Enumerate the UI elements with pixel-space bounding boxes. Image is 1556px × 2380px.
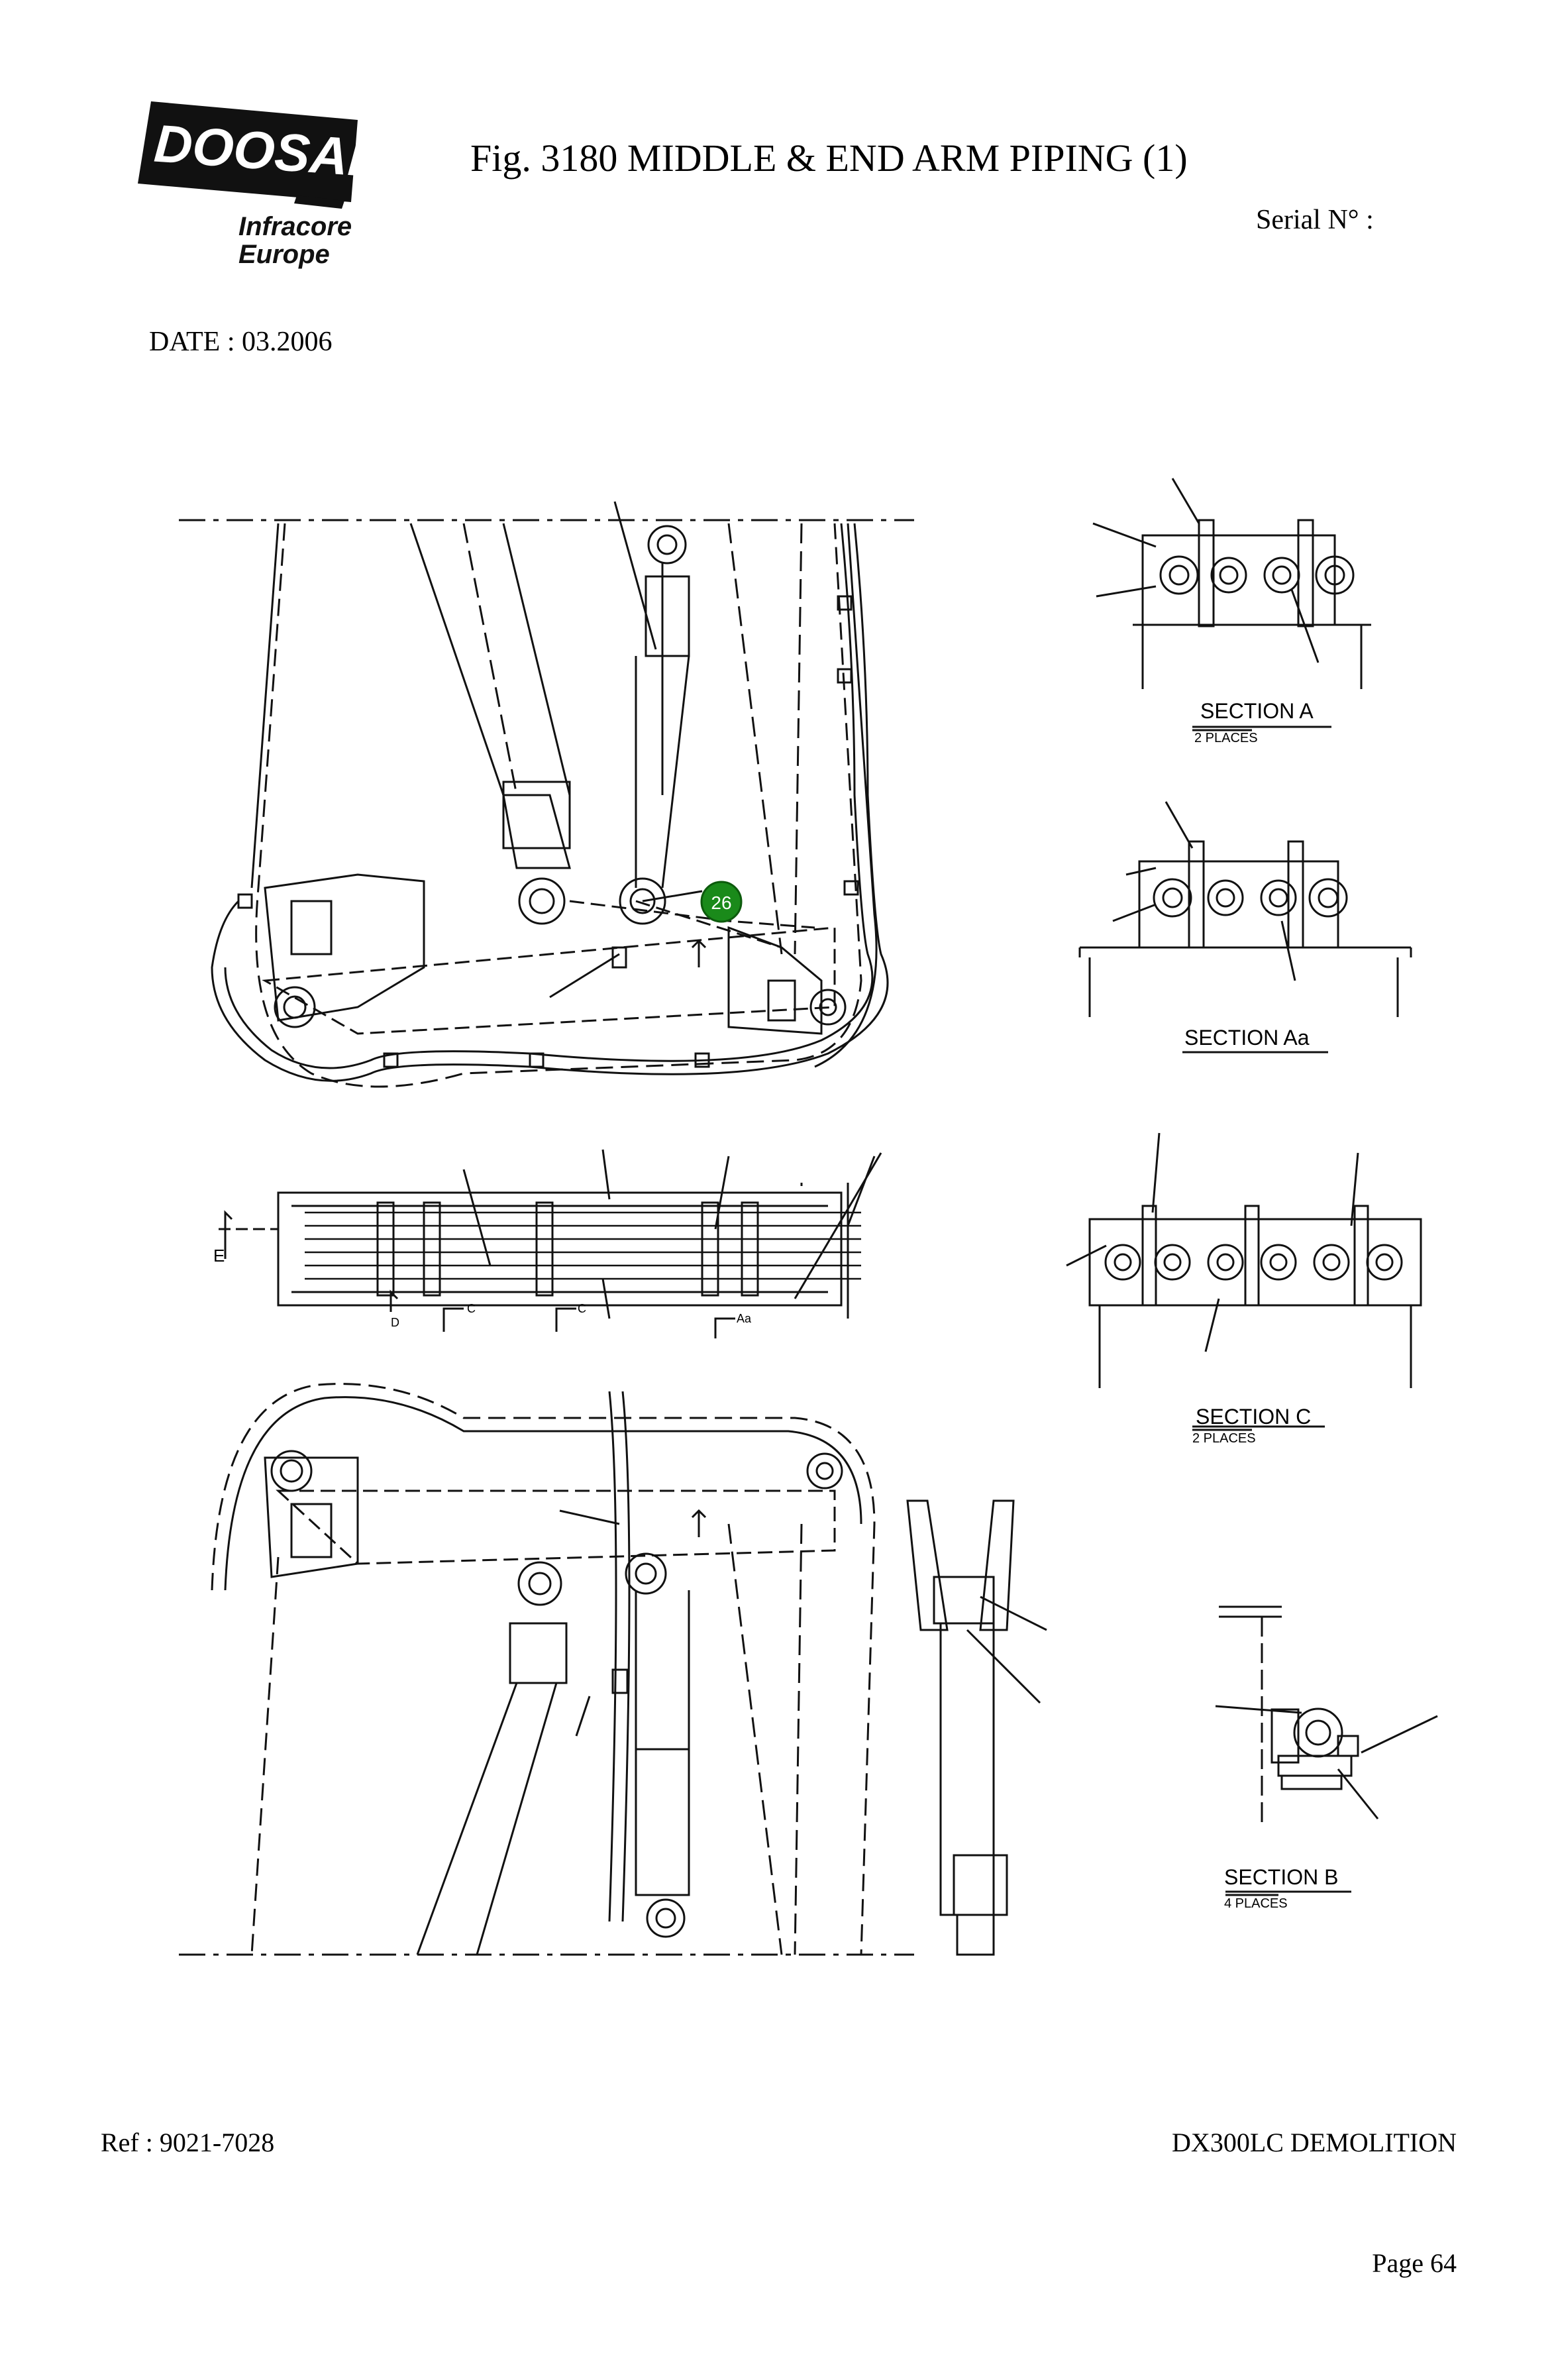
- side-cylinder-view: [906, 1499, 1047, 1956]
- page-number: Page 64: [1372, 2248, 1457, 2278]
- date-label: DATE : 03.2006: [149, 327, 333, 357]
- section-a-subtitle: 2 PLACES: [1194, 731, 1258, 745]
- section-b: [1215, 1605, 1438, 1896]
- section-aa-title: SECTION Aa: [1184, 1026, 1310, 1050]
- bottom-arm-view: [179, 1383, 914, 1956]
- logo-line1: Infracore: [238, 212, 352, 241]
- callout-26-label: 26: [711, 892, 731, 913]
- section-c-subtitle: 2 PLACES: [1192, 1431, 1256, 1446]
- section-b-subtitle: 4 PLACES: [1224, 1896, 1288, 1911]
- serial-label: Serial N° :: [1256, 205, 1374, 235]
- section-c-title: SECTION C: [1196, 1405, 1312, 1429]
- section-a-title: SECTION A: [1200, 699, 1314, 723]
- section-aa: [1078, 801, 1412, 1054]
- section-b-title: SECTION B: [1224, 1865, 1339, 1889]
- page-title: Fig. 3180 MIDDLE & END ARM PIPING (1): [470, 136, 1188, 180]
- middle-plan-view: [219, 1149, 882, 1338]
- section-c: [1066, 1132, 1422, 1431]
- doosan-logo: DOOSAN Infracore Europe: [138, 101, 378, 269]
- view-mark-d: D: [391, 1316, 399, 1329]
- logo-line2: Europe: [238, 240, 330, 269]
- machine-model: DX300LC DEMOLITION: [1172, 2128, 1457, 2157]
- view-mark-c2: C: [578, 1302, 586, 1315]
- top-arm-view: [179, 501, 914, 1088]
- callout-26: 26: [700, 881, 743, 923]
- view-mark-e: E: [213, 1246, 225, 1266]
- reference-number: Ref : 9021-7028: [101, 2128, 275, 2157]
- view-mark-c1: C: [467, 1302, 476, 1315]
- section-a: [1092, 478, 1371, 731]
- view-mark-aa: Aa: [737, 1312, 752, 1325]
